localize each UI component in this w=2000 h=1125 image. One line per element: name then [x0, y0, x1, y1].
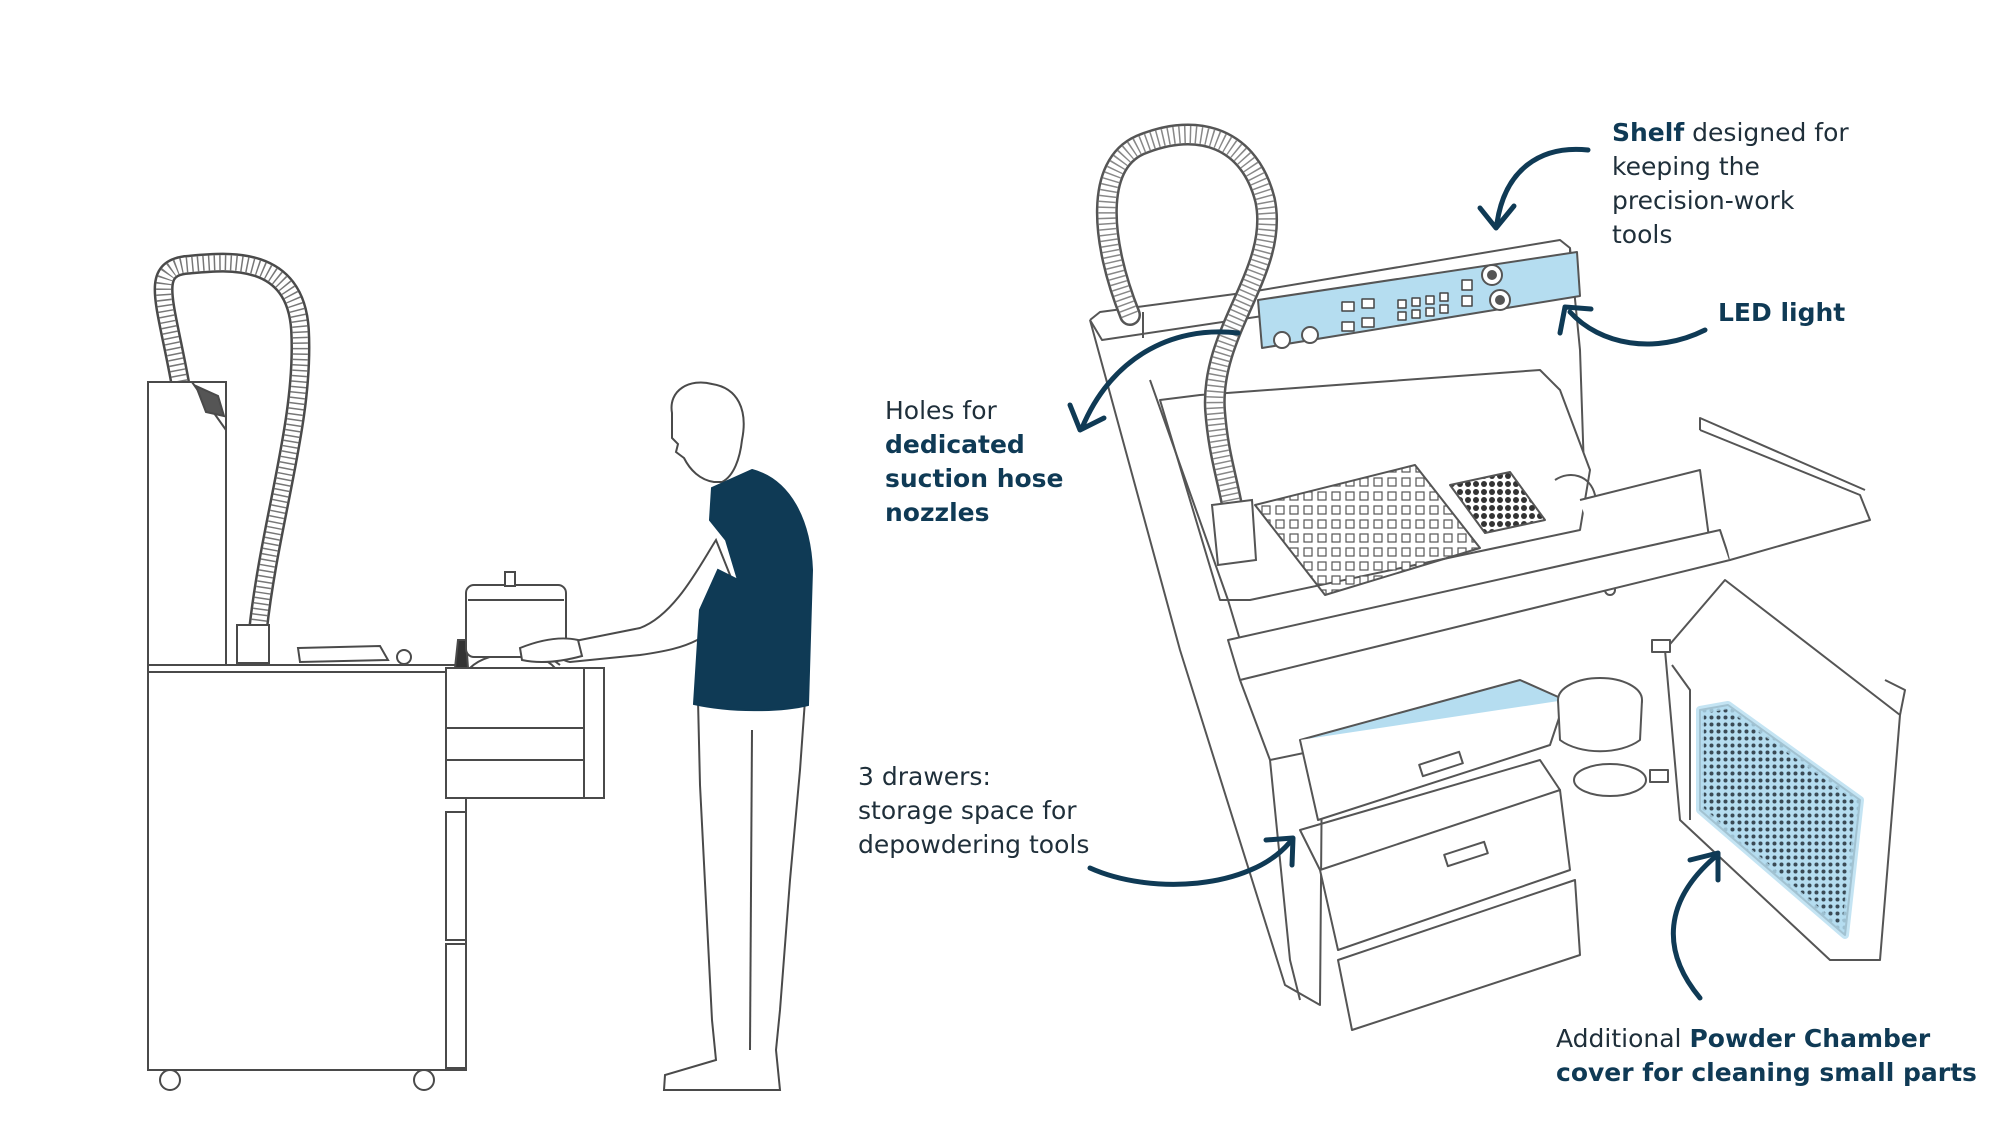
chamber-bold-2: cover for cleaning small parts	[1556, 1058, 1977, 1087]
drawers-line2: storage space for	[858, 796, 1077, 825]
iso-hose	[1095, 123, 1278, 567]
holes-bold-3: nozzles	[885, 498, 990, 527]
shelf-arrow-icon	[1494, 146, 1591, 226]
grid-plate	[1254, 464, 1481, 596]
led-bold: LED light	[1718, 298, 1846, 327]
shelf-line4: tools	[1612, 220, 1673, 249]
annotation-shelf: Shelf designed for keeping the precision…	[1612, 116, 1849, 252]
holes-arrow-icon	[1079, 329, 1241, 431]
holes-bold-2: suction hose	[885, 464, 1064, 493]
powder-container	[465, 571, 567, 658]
navy-shirt	[692, 468, 814, 712]
person-figure	[518, 381, 814, 1091]
annotation-drawers: 3 drawers: storage space for depowdering…	[858, 760, 1089, 862]
chamber-arrow-icon	[1670, 854, 1718, 1001]
shelf-line3: precision-work	[1612, 186, 1795, 215]
shelf-line1: designed for	[1684, 118, 1849, 147]
annotation-chamber: Additional Powder Chamber cover for clea…	[1556, 1022, 1977, 1090]
holes-bold-1: dedicated	[885, 430, 1025, 459]
annotation-holes: Holes for dedicated suction hose nozzles	[885, 394, 1064, 530]
shelf-line2: keeping the	[1612, 152, 1760, 181]
drawer-middle	[1319, 789, 1571, 951]
holes-line1: Holes for	[885, 396, 997, 425]
led-arrow-icon	[1567, 309, 1708, 347]
chamber-bold-1: Powder Chamber	[1689, 1024, 1931, 1053]
drawers-line3: depowdering tools	[858, 830, 1090, 859]
chamber-line1: Additional	[1556, 1024, 1690, 1053]
annotation-led: LED light	[1718, 296, 1845, 330]
drawers-line1: 3 drawers:	[858, 762, 991, 791]
side-view-station	[147, 252, 605, 1091]
isometric-station	[1089, 239, 1906, 1031]
drawers-arrow-icon	[1087, 839, 1293, 887]
shelf-bold: Shelf	[1612, 118, 1685, 147]
